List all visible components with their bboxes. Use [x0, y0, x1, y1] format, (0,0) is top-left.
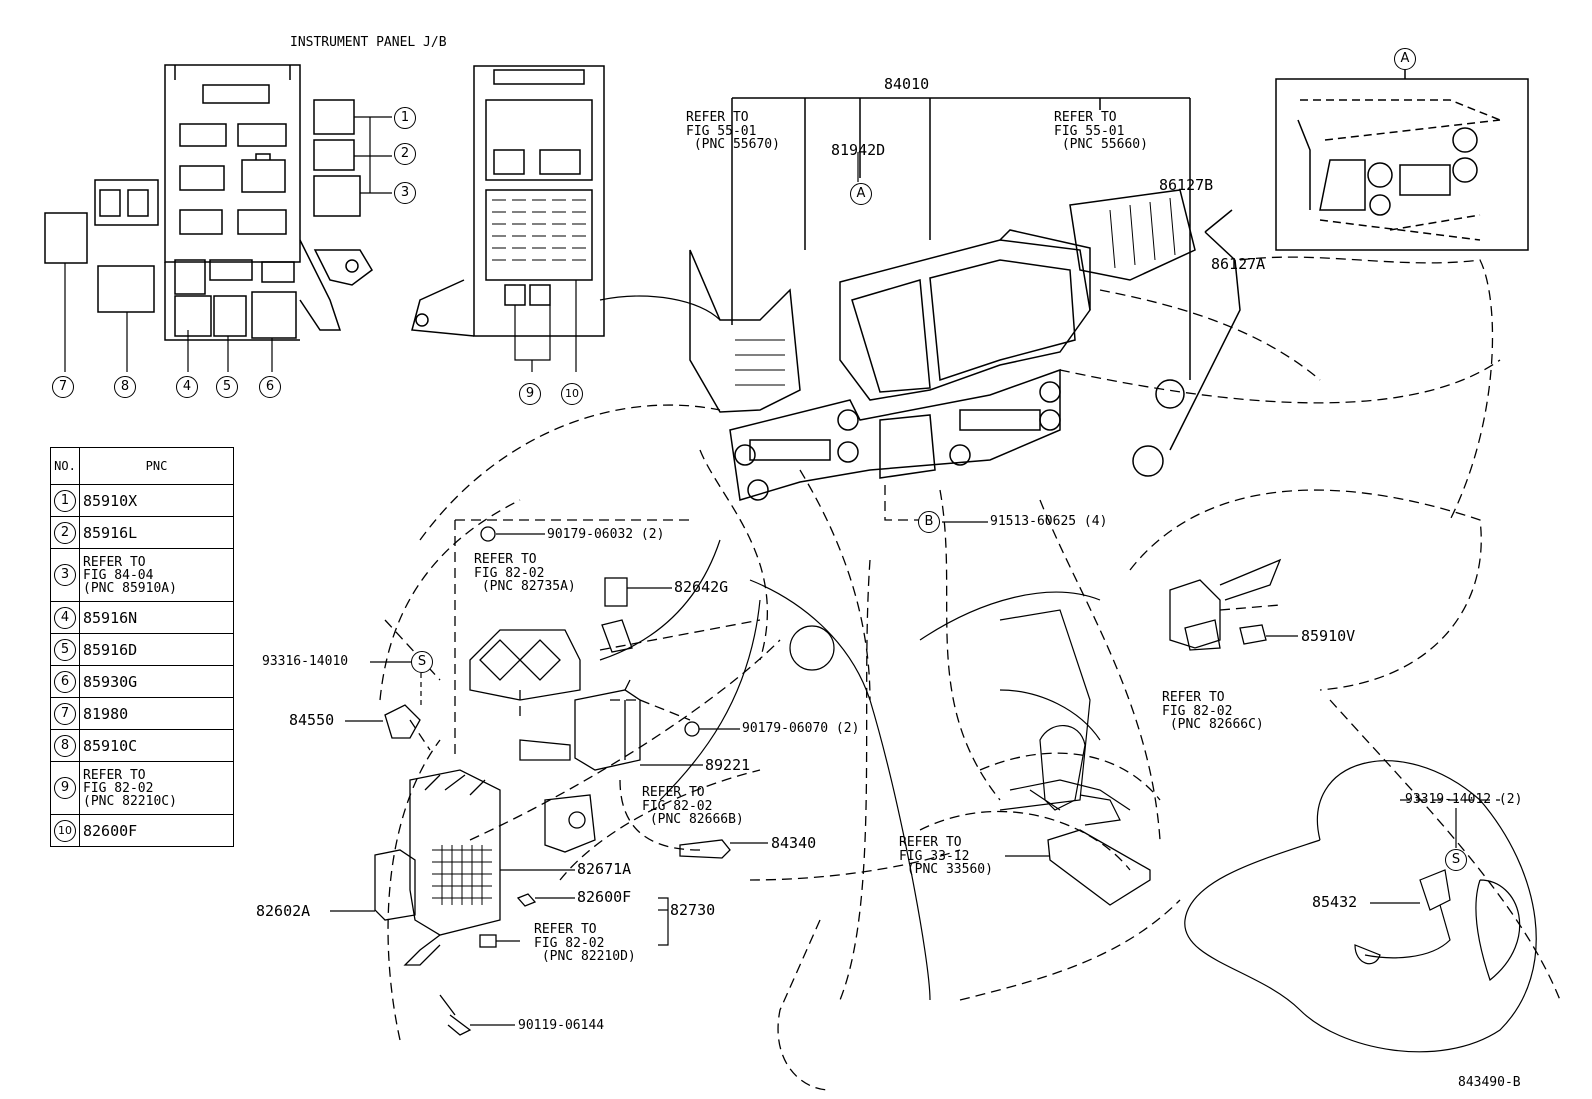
callout-b: B	[918, 511, 940, 533]
junction-block-front-drawing	[44, 64, 373, 341]
row-number: 10	[54, 819, 76, 842]
row-number: 3	[54, 564, 76, 586]
callout-a-dash: A	[850, 183, 872, 205]
diagram-title: INSTRUMENT PANEL J/B	[290, 35, 447, 50]
row-pnc: 81980	[79, 697, 234, 730]
label-86127a: 86127A	[1211, 255, 1266, 273]
dash-solid-outlines	[599, 295, 1537, 1053]
label-leaders	[330, 152, 1457, 1026]
row-number: 7	[54, 702, 76, 725]
row-number: 5	[54, 638, 76, 661]
row-pnc: REFER TO FIG 82-02 (PNC 82210C)	[79, 761, 234, 815]
label-81942d: 81942D	[831, 141, 886, 159]
row-number: 2	[54, 521, 76, 544]
label-82600f: 82600F	[577, 888, 632, 906]
label-90119-06144: 90119-06144	[518, 1018, 605, 1033]
row-pnc: 85916L	[79, 516, 234, 549]
label-82642g: 82642G	[674, 578, 729, 596]
row-number: 4	[54, 606, 76, 629]
callout-s-right: S	[1445, 849, 1467, 871]
row-pnc: REFER TO FIG 84-04 (PNC 85910A)	[79, 548, 234, 602]
callout-7: 7	[52, 376, 74, 398]
label-ref-82666b: REFER TO FIG 82-02 (PNC 82666B)	[642, 785, 744, 828]
label-82602a: 82602A	[256, 902, 311, 920]
row-pnc: 85916D	[79, 633, 234, 666]
inset-detail-drawing	[1275, 70, 1529, 251]
label-86127b: 86127B	[1159, 176, 1214, 194]
row-pnc: 82600F	[79, 814, 234, 847]
callout-3: 3	[394, 182, 416, 204]
label-90179-06032: 90179-06032 (2)	[547, 527, 665, 542]
small-parts-drawing	[374, 526, 1282, 1036]
pnc-table-header: NO. PNC	[50, 447, 234, 485]
label-90179-06070: 90179-06070 (2)	[742, 721, 860, 736]
row-number: 8	[54, 734, 76, 757]
label-ref-55670: REFER TO FIG 55-01 (PNC 55670)	[686, 110, 780, 153]
label-84550: 84550	[289, 711, 335, 729]
jb-leaders	[64, 116, 577, 372]
callout-9: 9	[519, 383, 541, 405]
label-85910v: 85910V	[1301, 627, 1356, 645]
row-pnc: 85910X	[79, 484, 234, 517]
label-ref-82210d: REFER TO FIG 82-02 (PNC 82210D)	[534, 922, 636, 965]
label-89221: 89221	[705, 756, 751, 774]
callout-8: 8	[114, 376, 136, 398]
row-number: 1	[54, 489, 76, 512]
row-number: 6	[54, 670, 76, 693]
label-ref-82666c: REFER TO FIG 82-02 (PNC 82666C)	[1162, 690, 1264, 733]
row-number: 9	[54, 777, 76, 799]
row-pnc: 85930G	[79, 665, 234, 698]
header-no: NO.	[50, 447, 80, 485]
label-85432: 85432	[1312, 893, 1358, 911]
callout-s-left: S	[411, 651, 433, 673]
label-93319-14012: 93319-14012 (2)	[1405, 792, 1523, 807]
callout-1: 1	[394, 107, 416, 129]
row-pnc: 85910C	[79, 729, 234, 762]
instrument-panel-drawing	[689, 97, 1241, 501]
row-pnc: 85916N	[79, 601, 234, 634]
label-ref-33560: REFER TO FIG 33-12 (PNC 33560)	[899, 835, 993, 878]
label-84010: 84010	[884, 75, 930, 93]
callout-2: 2	[394, 143, 416, 165]
label-93316-14010: 93316-14010	[262, 654, 349, 669]
callout-a-inset: A	[1394, 48, 1416, 70]
header-pnc: PNC	[79, 447, 234, 485]
label-91513-60625: 91513-60625 (4)	[990, 514, 1108, 529]
callout-6: 6	[259, 376, 281, 398]
callout-5: 5	[216, 376, 238, 398]
label-82730: 82730	[670, 901, 716, 919]
callout-10: 10	[561, 383, 583, 405]
label-ref-55660: REFER TO FIG 55-01 (PNC 55660)	[1054, 110, 1148, 153]
dash-outlines	[379, 256, 1561, 1091]
junction-block-back-drawing	[411, 65, 605, 337]
label-ref-82735a: REFER TO FIG 82-02 (PNC 82735A)	[474, 552, 576, 595]
label-84340: 84340	[771, 834, 817, 852]
figure-id: 843490-B	[1458, 1075, 1521, 1090]
label-82671a: 82671A	[577, 860, 632, 878]
callout-4: 4	[176, 376, 198, 398]
